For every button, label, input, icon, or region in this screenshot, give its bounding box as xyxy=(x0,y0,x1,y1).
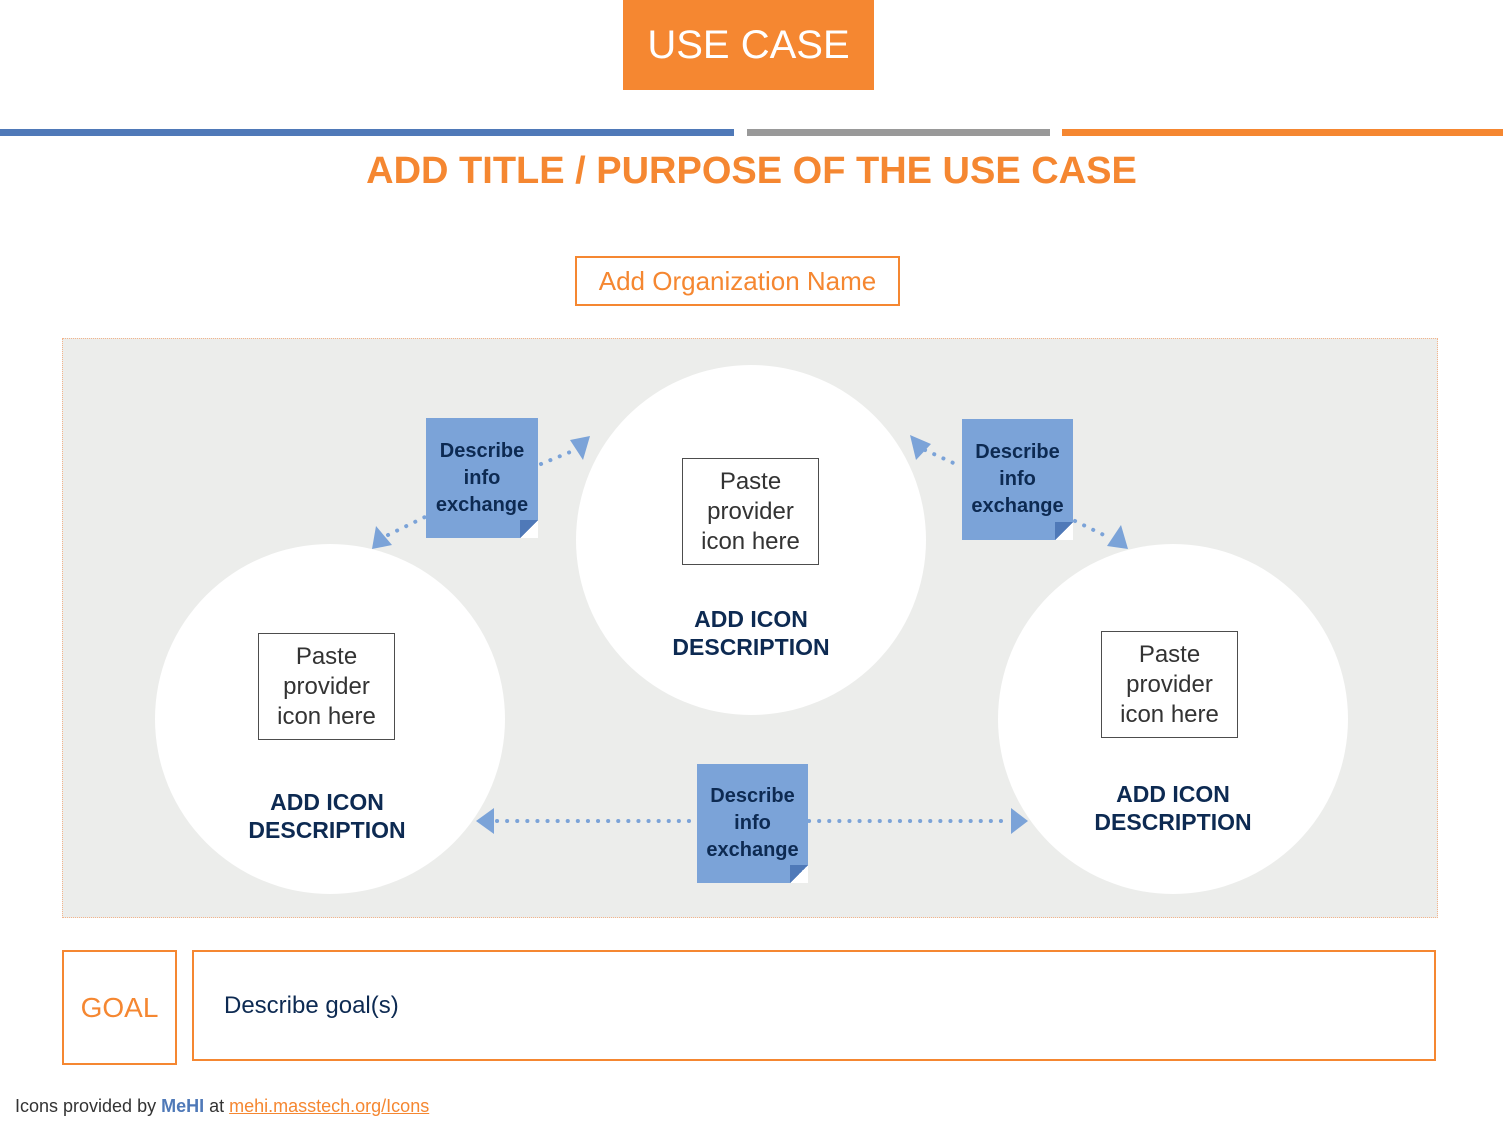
info-exchange-note-right[interactable]: Describe info exchange xyxy=(962,419,1073,540)
icon-description-line: DESCRIPTION xyxy=(1094,809,1252,835)
arrowhead-right-node xyxy=(1107,525,1128,549)
goal-text: Describe goal(s) xyxy=(224,991,399,1019)
note-line: info xyxy=(999,468,1036,490)
icon-description-line: ADD ICON xyxy=(270,789,384,815)
provider-icon-placeholder-left[interactable]: Paste provider icon here xyxy=(258,633,395,740)
arrow-top-to-right-line xyxy=(923,448,962,468)
arrowhead-bottom-left xyxy=(476,808,494,834)
icon-description-line: DESCRIPTION xyxy=(672,634,830,660)
organization-name: Add Organization Name xyxy=(598,265,877,296)
stripe-blue xyxy=(0,129,734,136)
note-line: info xyxy=(463,466,501,489)
icon-description-top: ADD ICON DESCRIPTION xyxy=(626,605,876,661)
arrowhead-top-from-left xyxy=(570,436,590,460)
icon-description-right: ADD ICON DESCRIPTION xyxy=(1048,780,1298,836)
use-case-badge: USE CASE xyxy=(623,0,874,90)
paste-line: Paste xyxy=(1138,640,1201,668)
note-line: Describe xyxy=(975,441,1060,463)
note-line: exchange xyxy=(971,495,1064,517)
arrowhead-top-from-right xyxy=(910,435,931,460)
page-fold-shade xyxy=(790,865,808,883)
arrow-top-to-right-line-b xyxy=(1073,519,1112,540)
paste-line: provider xyxy=(283,672,370,700)
footer-prefix: Icons provided by xyxy=(15,1096,162,1116)
paste-line: provider xyxy=(1126,670,1213,698)
note-line: exchange xyxy=(706,839,799,861)
info-exchange-note-bottom[interactable]: Describe info exchange xyxy=(697,764,808,883)
use-case-badge-label: USE CASE xyxy=(647,22,850,67)
provider-icon-placeholder-top[interactable]: Paste provider icon here xyxy=(682,458,819,565)
arrowhead-left-node xyxy=(372,526,392,549)
paste-line: Paste xyxy=(295,642,358,670)
footer-credit: Icons provided by MeHI at mehi.masstech.… xyxy=(15,1096,429,1117)
note-line: exchange xyxy=(435,493,529,516)
paste-line: Paste xyxy=(719,467,782,495)
goal-description-box[interactable]: Describe goal(s) xyxy=(192,950,1436,1061)
arrow-left-to-top-line-b xyxy=(539,448,577,466)
provider-icon-placeholder-right[interactable]: Paste provider icon here xyxy=(1101,631,1238,738)
paste-line: icon here xyxy=(1120,700,1219,728)
organization-name-box[interactable]: Add Organization Name xyxy=(575,256,900,306)
icon-description-left: ADD ICON DESCRIPTION xyxy=(202,788,452,844)
page-fold-shade xyxy=(1055,522,1073,540)
arrow-left-to-top-line xyxy=(386,515,427,537)
note-line: info xyxy=(734,812,771,834)
note-line: Describe xyxy=(439,439,525,462)
arrowhead-bottom-right xyxy=(1011,808,1028,834)
paste-line: icon here xyxy=(277,702,376,730)
note-line: Describe xyxy=(710,785,795,807)
icon-description-line: DESCRIPTION xyxy=(248,817,406,843)
footer-link[interactable]: mehi.masstech.org/Icons xyxy=(229,1096,430,1116)
icon-description-line: ADD ICON xyxy=(1116,781,1230,807)
stripe-gray xyxy=(747,129,1050,136)
page-fold-shade xyxy=(520,520,538,538)
footer-brand: MeHI xyxy=(161,1096,205,1116)
footer-middle: at xyxy=(204,1096,230,1116)
paste-line: provider xyxy=(707,497,794,525)
paste-line: icon here xyxy=(701,527,800,555)
stripe-orange xyxy=(1062,129,1503,136)
page-title: ADD TITLE / PURPOSE OF THE USE CASE xyxy=(366,150,1137,192)
goal-label-box: GOAL xyxy=(62,950,177,1065)
info-exchange-note-left[interactable]: Describe info exchange xyxy=(426,418,538,538)
icon-description-line: ADD ICON xyxy=(694,606,808,632)
goal-label: GOAL xyxy=(80,991,159,1023)
